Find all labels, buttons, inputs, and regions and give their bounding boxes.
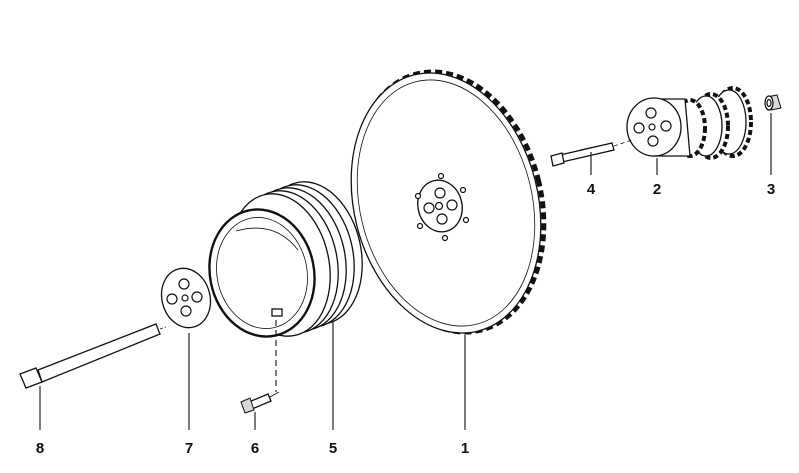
callout-2: 2 xyxy=(653,181,661,198)
callout-8: 8 xyxy=(36,440,44,457)
callout-7: 7 xyxy=(185,440,193,457)
part-4-bolt xyxy=(550,139,633,167)
callout-3: 3 xyxy=(767,181,775,198)
part-3-sleeve xyxy=(764,94,782,111)
callout-6: 6 xyxy=(251,440,259,457)
disc-hub xyxy=(414,172,470,242)
leader-lines xyxy=(39,113,772,430)
part-7-plate xyxy=(160,267,212,329)
callouts: 1 2 3 4 5 6 7 8 xyxy=(36,181,775,457)
part-1-disc xyxy=(350,69,547,335)
part-6-small-bolt xyxy=(240,391,280,414)
callout-5: 5 xyxy=(329,440,337,457)
callout-4: 4 xyxy=(587,181,596,198)
callout-1: 1 xyxy=(461,440,469,457)
part-5-pulley xyxy=(208,181,363,338)
part-8-central-bolt xyxy=(19,323,167,389)
part-2-sprocket-hub xyxy=(626,86,753,160)
